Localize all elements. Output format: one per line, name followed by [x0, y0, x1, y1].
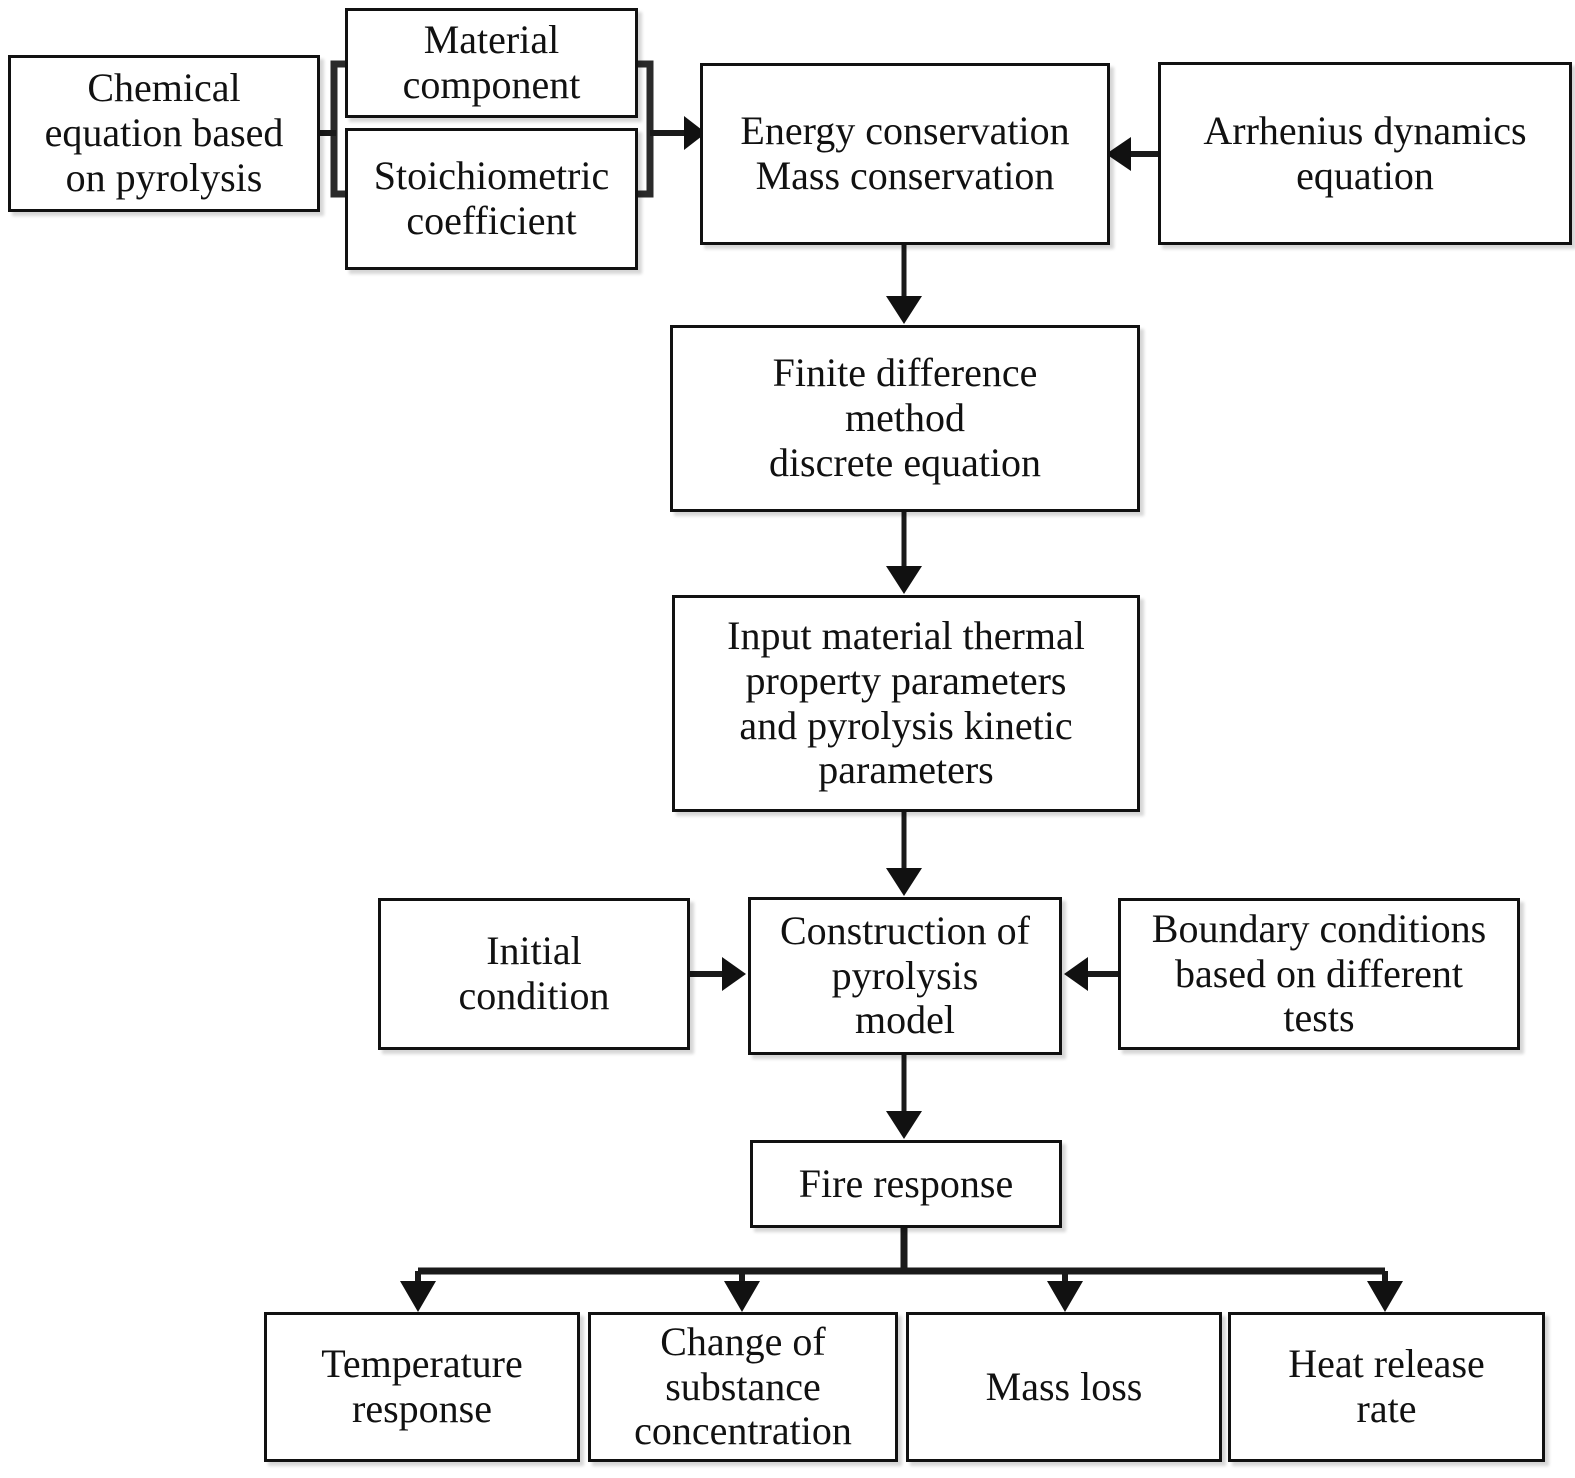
node-finite-difference-label: Finite difference method discrete equati… — [768, 350, 1042, 485]
node-heat-release-rate-label: Heat release rate — [1288, 1341, 1485, 1431]
branch-arrowhead-temperature — [400, 1281, 436, 1312]
node-mass-loss-label: Mass loss — [985, 1363, 1143, 1409]
boundary-arrowhead — [1064, 957, 1088, 991]
node-input-parameters[interactable]: Input material thermal property paramete… — [672, 595, 1140, 812]
initial-arrowhead — [722, 957, 746, 991]
branch-arrowhead-heat-release — [1367, 1281, 1403, 1312]
node-initial-condition-label: Initial condition — [458, 928, 610, 1018]
boundary-to-construction — [1064, 957, 1118, 991]
node-construction-pyrolysis-model-label: Construction of pyrolysis model — [780, 907, 1030, 1043]
right-bracket-icon — [638, 60, 654, 198]
node-arrhenius-equation[interactable]: Arrhenius dynamics equation — [1158, 62, 1572, 245]
group-to-conservation-arrowhead — [684, 116, 706, 150]
right-bracket-group — [638, 60, 706, 198]
node-stoichiometric-coefficient-label: Stoichiometric coefficient — [373, 153, 610, 243]
node-chemical-equation[interactable]: Chemical equation based on pyrolysis — [8, 55, 320, 212]
left-bracket-icon — [330, 60, 345, 198]
node-conservation[interactable]: Energy conservation Mass conservation — [700, 63, 1110, 245]
node-construction-pyrolysis-model[interactable]: Construction of pyrolysis model — [748, 897, 1062, 1055]
construction-to-fire — [886, 1055, 922, 1139]
node-conservation-label: Energy conservation Mass conservation — [740, 108, 1070, 198]
node-material-component[interactable]: Material component — [345, 8, 638, 118]
node-material-component-label: Material component — [402, 17, 581, 107]
node-chemical-equation-label: Chemical equation based on pyrolysis — [44, 65, 284, 200]
input-down-arrowhead — [886, 868, 922, 896]
node-temperature-response[interactable]: Temperature response — [264, 1312, 580, 1462]
node-substance-concentration-label: Change of substance concentration — [634, 1318, 852, 1454]
branch-arrowhead-concentration — [724, 1281, 760, 1312]
node-fire-response-label: Fire response — [798, 1160, 1014, 1206]
branch-arrowhead-mass-loss — [1047, 1281, 1083, 1312]
construction-down-arrowhead — [886, 1111, 922, 1139]
node-boundary-conditions-label: Boundary conditions based on different t… — [1151, 905, 1487, 1041]
arrhenius-arrowhead — [1106, 137, 1131, 171]
node-stoichiometric-coefficient[interactable]: Stoichiometric coefficient — [345, 128, 638, 270]
left-bracket-group — [320, 60, 345, 198]
node-fire-response[interactable]: Fire response — [750, 1140, 1062, 1228]
initial-to-construction — [690, 957, 746, 991]
node-boundary-conditions[interactable]: Boundary conditions based on different t… — [1118, 898, 1520, 1050]
conservation-down-arrowhead — [886, 296, 922, 324]
node-finite-difference[interactable]: Finite difference method discrete equati… — [670, 325, 1140, 512]
finite-to-input — [886, 512, 922, 594]
arrhenius-to-conservation — [1106, 137, 1158, 171]
node-substance-concentration[interactable]: Change of substance concentration — [588, 1312, 898, 1462]
finite-down-arrowhead — [886, 566, 922, 594]
node-input-parameters-label: Input material thermal property paramete… — [727, 612, 1085, 793]
node-heat-release-rate[interactable]: Heat release rate — [1228, 1312, 1545, 1462]
conservation-to-finite — [886, 245, 922, 324]
node-temperature-response-label: Temperature response — [321, 1341, 523, 1431]
fire-response-branch — [400, 1228, 1403, 1312]
input-to-construction — [886, 812, 922, 896]
node-initial-condition[interactable]: Initial condition — [378, 898, 690, 1050]
node-arrhenius-equation-label: Arrhenius dynamics equation — [1203, 107, 1527, 198]
node-mass-loss[interactable]: Mass loss — [906, 1312, 1222, 1462]
